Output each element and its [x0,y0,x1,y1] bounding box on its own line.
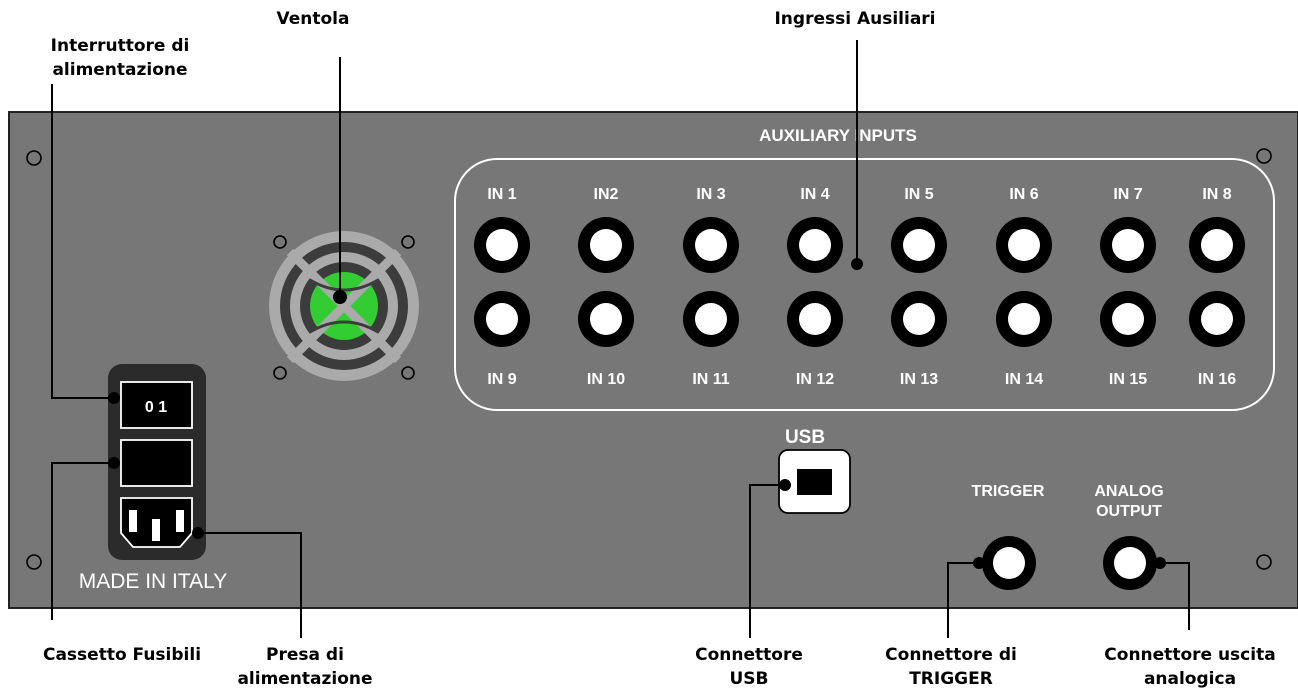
aux-input-label: IN 16 [1198,371,1236,388]
mounting-hole [1256,148,1272,164]
aux-input-jack[interactable] [996,217,1052,273]
leader-dots [108,258,1166,569]
aux-input-label: IN 4 [800,186,829,203]
usb-port-slot [797,469,832,495]
aux-input-jack[interactable] [578,217,634,273]
aux-input-jack[interactable] [1100,217,1156,273]
callout-aux-inputs: Ingressi Ausiliari [774,9,935,29]
aux-input-label: IN 13 [900,371,938,388]
aux-input-jacks [474,217,1245,347]
aux-input-jack[interactable] [578,291,634,347]
made-in-italy: MADE IN ITALY [79,570,228,593]
callout-analog-1: Connettore uscita [1104,645,1275,665]
callout-usb-2: USB [729,669,768,689]
aux-input-jack[interactable] [683,291,739,347]
aux-input-jack[interactable] [996,291,1052,347]
mounting-hole [26,150,42,166]
aux-input-jack[interactable] [474,291,530,347]
callout-analog-2: analogica [1144,669,1236,689]
analog-label-line2: OUTPUT [1096,503,1162,520]
socket-pin [176,510,184,532]
aux-input-jack[interactable] [787,217,843,273]
socket-pin [152,519,160,541]
aux-input-label: IN 12 [796,371,834,388]
callout-fan: Ventola [277,9,350,29]
leader-lines [51,40,1190,638]
callout-power-socket-2: alimentazione [237,669,372,689]
aux-input-label: IN 3 [696,186,725,203]
socket-pin [129,510,137,532]
rear-panel [8,111,1298,609]
callout-fuse-drawer: Cassetto Fusibili [43,645,201,665]
power-switch[interactable] [120,381,193,429]
analog-output-connector-center [1114,547,1146,579]
analog-label-line1: ANALOG [1094,483,1163,500]
aux-input-label: IN 8 [1202,186,1231,203]
callout-trigger-1: Connettore di [885,645,1017,665]
aux-input-jack[interactable] [1100,291,1156,347]
aux-input-jack[interactable] [1189,217,1245,273]
callout-power-socket-1: Presa di [266,645,344,665]
mounting-hole [1256,554,1272,570]
fuse-drawer[interactable] [120,439,193,487]
aux-input-jack[interactable] [891,217,947,273]
callout-trigger-2: TRIGGER [909,669,993,689]
fan [269,231,419,381]
trigger-label: TRIGGER [972,483,1045,500]
power-switch-label: 0 1 [145,399,167,416]
aux-input-labels: IN 1 IN2 IN 3 IN 4 IN 5 IN 6 IN 7 IN 8 IN 9 IN 10… [487,186,1236,388]
aux-input-jack[interactable] [474,217,530,273]
aux-input-label: IN 9 [487,371,516,388]
mounting-hole [26,554,42,570]
callout-usb-1: Connettore [695,645,803,665]
callout-power-switch-1: Interruttore di [51,36,190,56]
power-entry-module: 0 1 [108,364,206,560]
aux-inputs-title: AUXILIARY INPUTS [759,126,917,145]
aux-input-label: IN 7 [1113,186,1142,203]
aux-input-jack[interactable] [683,217,739,273]
aux-input-label: IN2 [594,186,619,203]
aux-input-label: IN 11 [692,371,729,388]
aux-input-label: IN 6 [1009,186,1038,203]
callout-power-switch-2: alimentazione [52,60,187,80]
trigger-connector-center [993,547,1025,579]
aux-input-jack[interactable] [787,291,843,347]
aux-input-label: IN 10 [587,371,625,388]
aux-input-jack[interactable] [1189,291,1245,347]
aux-input-jack[interactable] [891,291,947,347]
aux-inputs-frame [454,158,1275,411]
usb-label: USB [785,427,825,448]
aux-input-label: IN 1 [487,186,516,203]
aux-input-label: IN 5 [904,186,933,203]
aux-input-label: IN 15 [1109,371,1147,388]
aux-input-label: IN 14 [1005,371,1043,388]
